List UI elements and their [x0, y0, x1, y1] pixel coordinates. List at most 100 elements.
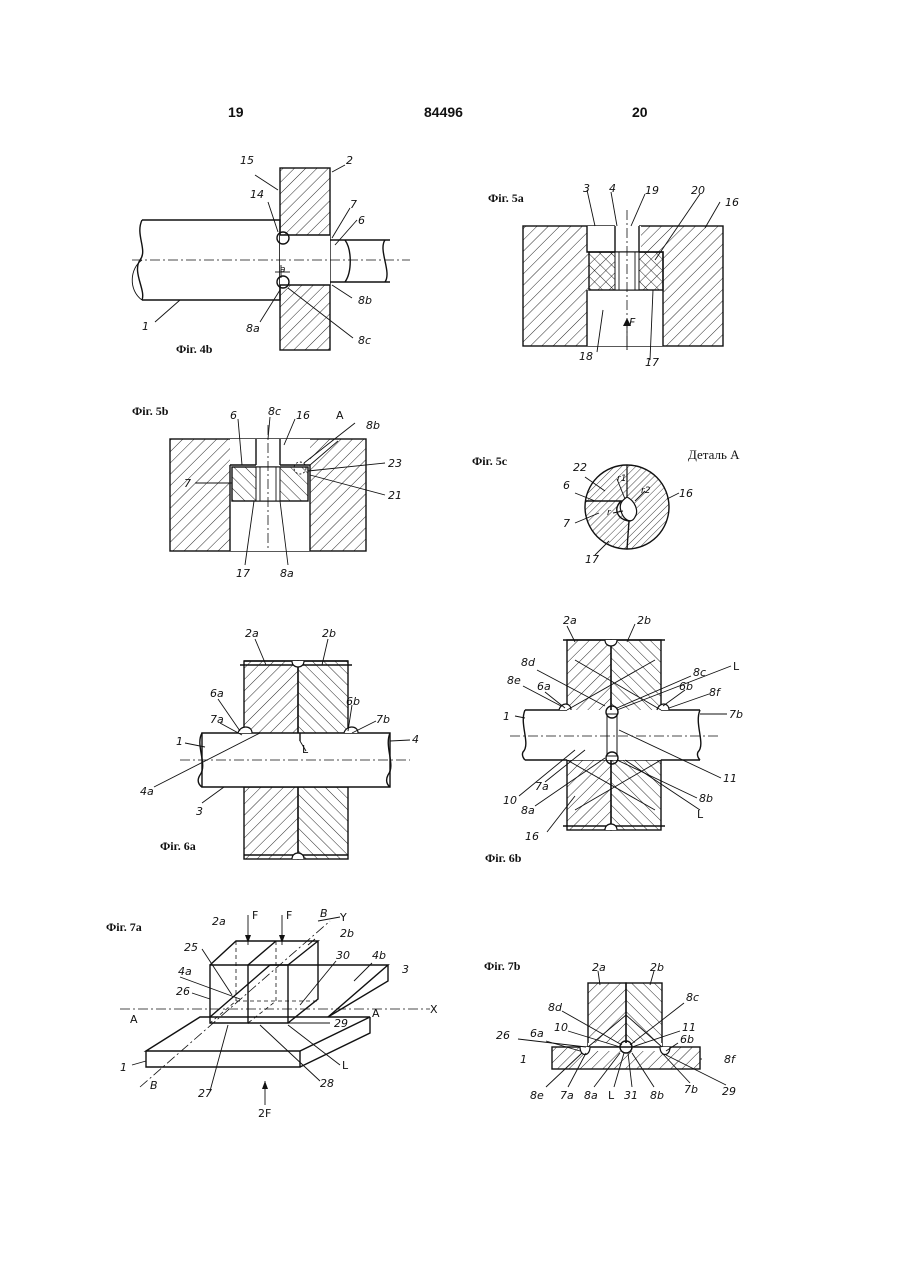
- fig6b-label-7a: 7a: [535, 780, 549, 793]
- fig7a-label-F-right: F: [286, 909, 292, 922]
- fig6a-label-2b: 2b: [322, 627, 336, 640]
- fig7b-label-8a: 8a: [584, 1089, 598, 1102]
- fig5c-caption: Фіг. 5c: [472, 454, 507, 469]
- figure-6a-drawing: 2a 2b 6a 6b 7a 7b 1 L 4 4a 3: [140, 625, 430, 870]
- fig6a-label-6b: 6b: [346, 695, 360, 708]
- fig7a-label-2a: 2a: [212, 915, 226, 928]
- fig5b-label-7: 7: [184, 477, 191, 490]
- fig5c-label-22: 22: [573, 461, 587, 474]
- fig7a-label-B-bottom: B: [150, 1079, 158, 1092]
- fig6b-label-8d: 8d: [521, 656, 536, 669]
- fig7a-label-28: 28: [320, 1077, 334, 1090]
- fig7b-label-8e: 8e: [530, 1089, 544, 1102]
- fig6a-label-7a: 7a: [210, 713, 224, 726]
- fig7b-label-8d: 8d: [548, 1001, 563, 1014]
- figure-5a-drawing: 3 4 19 20 16 F 18 17: [515, 180, 735, 370]
- fig6b-caption: Фіг. 6b: [485, 851, 521, 866]
- fig6b-label-8e: 8e: [507, 674, 521, 687]
- figure-7b-drawing: 2a 2b 8d 8c 26 10 11 6a 6b 1 8f 8e 7a 8a…: [490, 955, 770, 1105]
- fig7b-label-26: 26: [496, 1029, 510, 1042]
- fig6a-label-2a: 2a: [245, 627, 259, 640]
- fig5b-label-16: 16: [296, 409, 310, 422]
- fig6b-label-8f: 8f: [709, 686, 722, 699]
- fig7b-label-1: 1: [520, 1053, 527, 1066]
- document-number: 84496: [424, 104, 463, 120]
- fig5c-label-7: 7: [563, 517, 570, 530]
- fig6b-label-7b: 7b: [729, 708, 743, 721]
- fig6b-label-1: 1: [503, 710, 510, 723]
- fig7b-label-10: 10: [554, 1021, 568, 1034]
- fig7b-label-7b: 7b: [684, 1083, 698, 1096]
- fig5a-label-17: 17: [645, 356, 659, 369]
- fig7b-label-29: 29: [722, 1085, 736, 1098]
- fig5c-label-r2: r2: [641, 486, 651, 496]
- fig7b-label-8f: 8f: [724, 1053, 737, 1066]
- fig6b-label-2a: 2a: [563, 614, 577, 627]
- fig7a-label-L: L: [342, 1059, 349, 1072]
- fig6a-label-4: 4: [412, 733, 419, 746]
- fig5a-label-4: 4: [609, 182, 616, 195]
- figure-5b-drawing: 6 8c 16 A 8b 7 23 21 17 8a: [160, 405, 410, 585]
- fig5b-label-21: 21: [388, 489, 402, 502]
- figure-4b-drawing: 15 2 14 7 6 a 1 8a 8b 8c: [120, 150, 430, 360]
- fig5a-label-16: 16: [725, 196, 739, 209]
- fig5a-label-19: 19: [645, 184, 659, 197]
- fig5c-label-6: 6: [563, 479, 570, 492]
- fig7b-label-L: L: [608, 1089, 615, 1102]
- figure-5c-drawing: 22 r1 r2 6 16 7 r 17: [555, 455, 705, 565]
- fig6b-label-8a: 8a: [521, 804, 535, 817]
- fig7a-label-30: 30: [336, 949, 350, 962]
- fig7b-label-8b: 8b: [650, 1089, 664, 1102]
- fig6b-label-2b: 2b: [637, 614, 651, 627]
- fig4b-label-8b: 8b: [358, 294, 372, 307]
- fig4b-label-6: 6: [358, 214, 365, 227]
- fig5a-label-F: F: [629, 316, 636, 329]
- fig7a-label-4b: 4b: [372, 949, 386, 962]
- fig6a-label-6a: 6a: [210, 687, 224, 700]
- fig7a-label-2b: 2b: [340, 927, 354, 940]
- fig6a-label-3: 3: [196, 805, 203, 818]
- fig6b-label-6a: 6a: [537, 680, 551, 693]
- fig7a-label-Y: Y: [339, 911, 347, 924]
- fig5a-label-3: 3: [583, 182, 590, 195]
- fig4b-label-2: 2: [346, 154, 353, 167]
- fig7a-label-B-top: B: [320, 907, 328, 920]
- fig6b-label-16: 16: [525, 830, 539, 843]
- fig7b-label-8c: 8c: [686, 991, 699, 1004]
- fig7a-label-A-left: A: [130, 1013, 138, 1026]
- fig4b-label-7: 7: [350, 198, 357, 211]
- figure-6b-drawing: 2a 2b 8d 8c L 8e 6a 6b 8f 1 7b 7a 10 11 …: [495, 610, 775, 845]
- fig6b-label-L-top: L: [733, 660, 740, 673]
- fig6a-label-1: 1: [176, 735, 183, 748]
- fig5b-label-A: A: [336, 409, 344, 422]
- fig7a-label-2F: 2F: [258, 1107, 271, 1120]
- fig6a-caption: Фіг. 6a: [160, 839, 196, 854]
- fig7b-label-2b: 2b: [650, 961, 664, 974]
- fig4b-label-14: 14: [250, 188, 264, 201]
- fig6a-label-7b: 7b: [376, 713, 390, 726]
- fig5b-label-8a: 8a: [280, 567, 294, 580]
- fig4b-label-15: 15: [240, 154, 254, 167]
- fig7a-label-25: 25: [184, 941, 198, 954]
- fig5c-label-r1: r1: [617, 474, 626, 484]
- fig7a-label-4a: 4a: [178, 965, 192, 978]
- fig5b-label-8c: 8c: [268, 405, 281, 418]
- fig5c-label-17: 17: [585, 553, 599, 566]
- fig7b-label-6b: 6b: [680, 1033, 694, 1046]
- fig7a-label-F-left: F: [252, 909, 258, 922]
- fig7b-label-2a: 2a: [592, 961, 606, 974]
- fig4b-caption: Фіг. 4b: [176, 342, 212, 357]
- fig7a-label-26: 26: [176, 985, 190, 998]
- fig6b-label-8c: 8c: [693, 666, 706, 679]
- fig7a-label-A-right: A: [372, 1007, 380, 1020]
- fig7b-label-31: 31: [624, 1089, 638, 1102]
- fig4b-label-a: a: [280, 265, 286, 275]
- fig7a-label-X: X: [430, 1003, 438, 1016]
- fig5b-label-23: 23: [388, 457, 402, 470]
- fig4b-label-8c: 8c: [358, 334, 371, 347]
- fig7b-label-6a: 6a: [530, 1027, 544, 1040]
- fig6b-label-8b: 8b: [699, 792, 713, 805]
- fig5b-label-17: 17: [236, 567, 250, 580]
- page-number-left: 19: [228, 104, 244, 120]
- fig7b-label-7a: 7a: [560, 1089, 574, 1102]
